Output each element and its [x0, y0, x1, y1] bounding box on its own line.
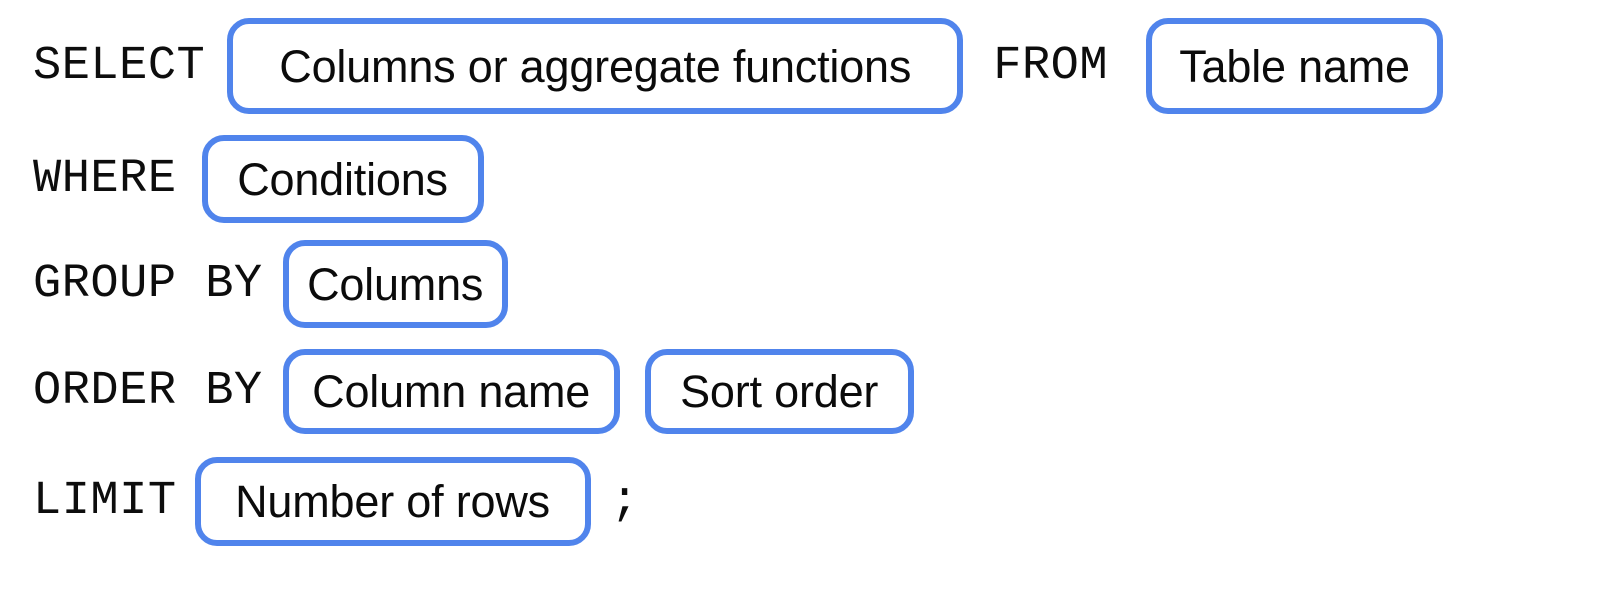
sql-keyword-from: FROM	[993, 39, 1109, 93]
slot-label-number-of-rows: Number of rows	[235, 475, 550, 527]
clause-row-where: WHERE Conditions	[0, 123, 1600, 235]
sql-keyword-order-by: ORDER BY	[33, 364, 263, 418]
slot-table-name[interactable]: Table name	[1146, 18, 1444, 114]
slot-label-table-name: Table name	[1179, 40, 1410, 92]
clause-row-group-by: GROUP BY Columns	[0, 229, 1600, 339]
statement-terminator-semicolon: ;	[610, 474, 639, 528]
slot-sort-order[interactable]: Sort order	[644, 348, 914, 434]
clause-row-select: SELECT Columns or aggregate functions FR…	[0, 6, 1600, 126]
slot-order-by-column-name[interactable]: Column name	[282, 348, 620, 434]
slot-label-columns-or-aggregate-functions: Columns or aggregate functions	[279, 40, 912, 92]
slot-number-of-rows[interactable]: Number of rows	[194, 456, 591, 546]
slot-group-by-columns[interactable]: Columns	[282, 240, 508, 328]
clause-row-limit: LIMIT Number of rows ;	[0, 445, 1600, 557]
slot-label-group-by-columns: Columns	[307, 258, 484, 310]
slot-label-conditions: Conditions	[237, 153, 448, 205]
slot-label-order-by-column-name: Column name	[312, 365, 591, 417]
slot-columns-or-aggregate-functions[interactable]: Columns or aggregate functions	[227, 18, 964, 114]
slot-conditions[interactable]: Conditions	[201, 135, 484, 223]
sql-keyword-group-by: GROUP BY	[33, 257, 263, 311]
sql-keyword-where: WHERE	[33, 152, 177, 206]
slot-label-sort-order: Sort order	[680, 365, 879, 417]
sql-keyword-select: SELECT	[33, 39, 206, 93]
clause-row-order-by: ORDER BY Column name Sort order	[0, 336, 1600, 446]
sql-keyword-limit: LIMIT	[33, 474, 177, 528]
